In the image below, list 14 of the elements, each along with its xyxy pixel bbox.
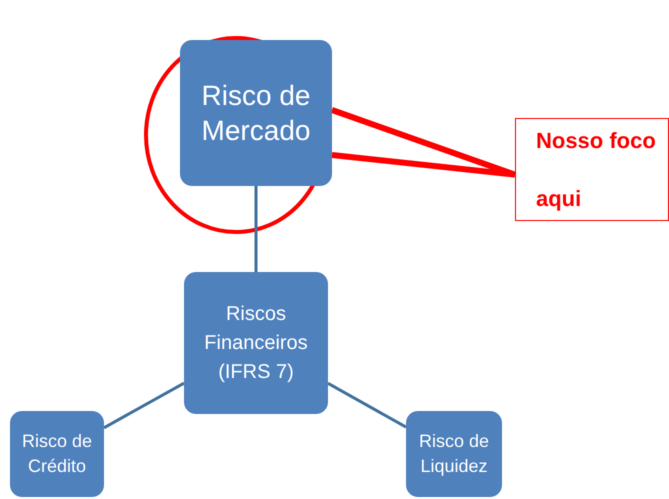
callout-box xyxy=(515,118,669,221)
node-label: Risco de Mercado xyxy=(200,79,312,148)
process-box xyxy=(184,272,328,414)
process-box xyxy=(180,40,332,186)
connector-line xyxy=(327,382,407,428)
node-label: Riscos Financeiros xyxy=(203,302,309,356)
process-box xyxy=(10,411,104,497)
process-box xyxy=(406,411,502,497)
node-label: (IFRS 7) xyxy=(218,360,294,384)
node-label: Risco de Liquidez xyxy=(418,430,490,478)
connector-line xyxy=(254,186,258,272)
node-label: Risco de Crédito xyxy=(20,430,94,478)
connector-line xyxy=(103,382,185,430)
node-label: Nosso foco aqui xyxy=(536,127,657,213)
